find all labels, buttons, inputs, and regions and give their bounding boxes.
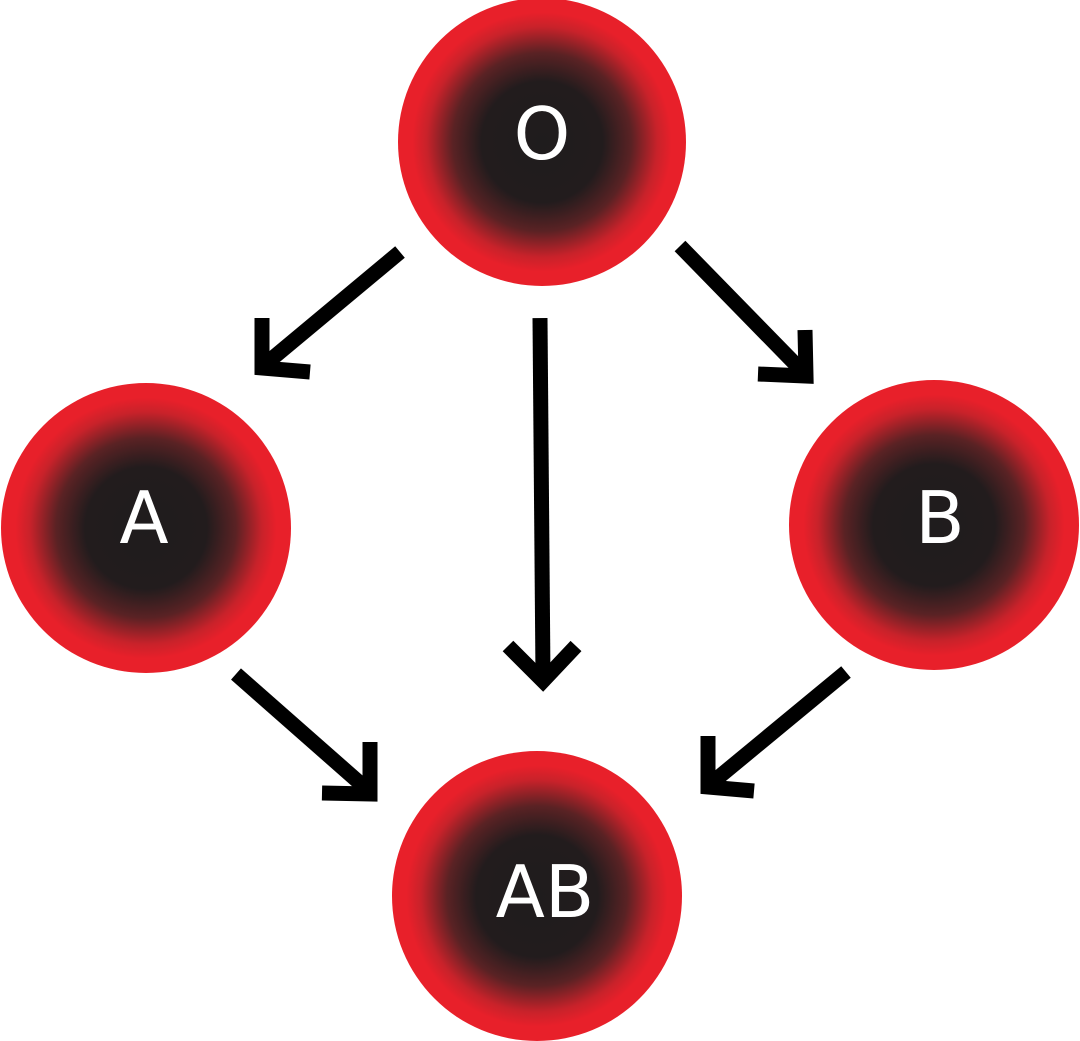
node-a-label: A	[119, 476, 168, 560]
cell-ab	[392, 751, 682, 1041]
node-ab-label: AB	[496, 850, 595, 934]
cell-b	[789, 380, 1079, 670]
node-b-label: B	[915, 476, 964, 560]
arrow-o-to-a	[254, 246, 405, 380]
cell-a	[1, 383, 291, 673]
arrow-o-to-ab	[502, 317, 582, 692]
node-a: A	[1, 383, 291, 673]
arrow-a-to-ab	[231, 668, 378, 802]
node-o: O	[398, 0, 686, 286]
cell-o	[398, 0, 686, 286]
arrow-o-to-b	[674, 240, 814, 384]
node-ab: AB	[392, 751, 682, 1041]
arrow-b-to-ab	[700, 666, 851, 799]
node-o-label: O	[514, 92, 571, 176]
node-b: B	[789, 380, 1079, 670]
